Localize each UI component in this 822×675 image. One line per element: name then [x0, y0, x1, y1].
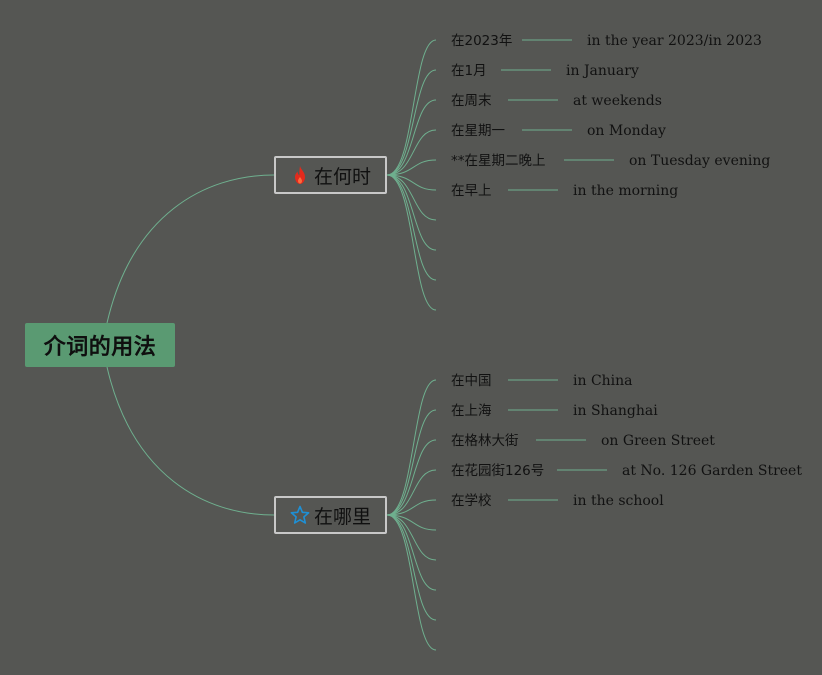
- branch-label-when: 在何时: [313, 165, 371, 188]
- leaf-cn[interactable]: 在中国: [451, 373, 492, 389]
- branch-label-where: 在哪里: [313, 505, 371, 528]
- leaf-en[interactable]: on Monday: [587, 123, 666, 139]
- leaf-cn[interactable]: 在2023年: [451, 33, 513, 49]
- leaf-en[interactable]: on Tuesday evening: [629, 153, 771, 169]
- connector-branch-0-slot-8: [386, 174, 437, 281]
- branch-node-where[interactable]: 在哪里: [274, 496, 387, 534]
- leaf-en[interactable]: in Shanghai: [573, 403, 658, 419]
- connector-branch-0-slot-3: [386, 129, 437, 176]
- leaf-en[interactable]: at weekends: [573, 93, 662, 109]
- connector-branch-0-slot-1: [386, 69, 437, 176]
- connector-branch-1-slot-4: [386, 499, 437, 516]
- fire-icon: [290, 165, 310, 185]
- connector-branch-0-slot-6: [386, 174, 437, 221]
- leaf-cn[interactable]: 在周末: [451, 93, 492, 109]
- connector-branch-1-slot-2: [386, 439, 437, 516]
- connector-branch-0-slot-4: [386, 159, 437, 176]
- leaf-cn[interactable]: 在早上: [451, 183, 492, 199]
- leaf-en[interactable]: on Green Street: [601, 433, 715, 449]
- leaf-cn[interactable]: 在花园街126号: [451, 463, 545, 479]
- connector-branch-1-slot-9: [386, 514, 437, 651]
- leaf-en[interactable]: in the school: [573, 493, 664, 509]
- connector-branch-1-slot-7: [386, 514, 437, 591]
- connector-branch-1-slot-5: [386, 514, 437, 531]
- leaf-en[interactable]: in January: [566, 63, 639, 79]
- leaf-cn[interactable]: 在上海: [451, 403, 492, 419]
- connector-branch-0-slot-9: [386, 174, 437, 311]
- branch-node-when[interactable]: 在何时: [274, 156, 387, 194]
- connector-branch-1-slot-8: [386, 514, 437, 621]
- connector-branch-0-slot-5: [386, 174, 437, 191]
- leaf-en[interactable]: in the morning: [573, 183, 679, 199]
- leaf-en[interactable]: in China: [573, 373, 633, 389]
- connector-branch-1-slot-3: [386, 469, 437, 516]
- connector-branch-0-slot-7: [386, 174, 437, 251]
- connector-branch-1-slot-0: [386, 379, 437, 516]
- leaf-cn[interactable]: 在学校: [451, 493, 492, 509]
- leaf-cn[interactable]: 在1月: [451, 63, 487, 79]
- connector-branch-1-slot-1: [386, 409, 437, 516]
- connector-branch-1-slot-6: [386, 514, 437, 561]
- connector-root-to-when: [106, 174, 275, 324]
- leaf-en[interactable]: at No. 126 Garden Street: [622, 463, 802, 479]
- leaf-cn[interactable]: **在星期二晚上: [451, 153, 546, 169]
- leaf-cn[interactable]: 在星期一: [451, 123, 505, 139]
- root-node[interactable]: 介词的用法: [25, 323, 175, 367]
- connector-branch-0-slot-2: [386, 99, 437, 176]
- star-icon: [290, 505, 310, 525]
- leaf-cn[interactable]: 在格林大街: [451, 433, 519, 449]
- connector-branch-0-slot-0: [386, 39, 437, 176]
- leaf-en[interactable]: in the year 2023/in 2023: [587, 33, 762, 49]
- root-label: 介词的用法: [43, 335, 157, 360]
- connector-root-to-where: [106, 366, 275, 516]
